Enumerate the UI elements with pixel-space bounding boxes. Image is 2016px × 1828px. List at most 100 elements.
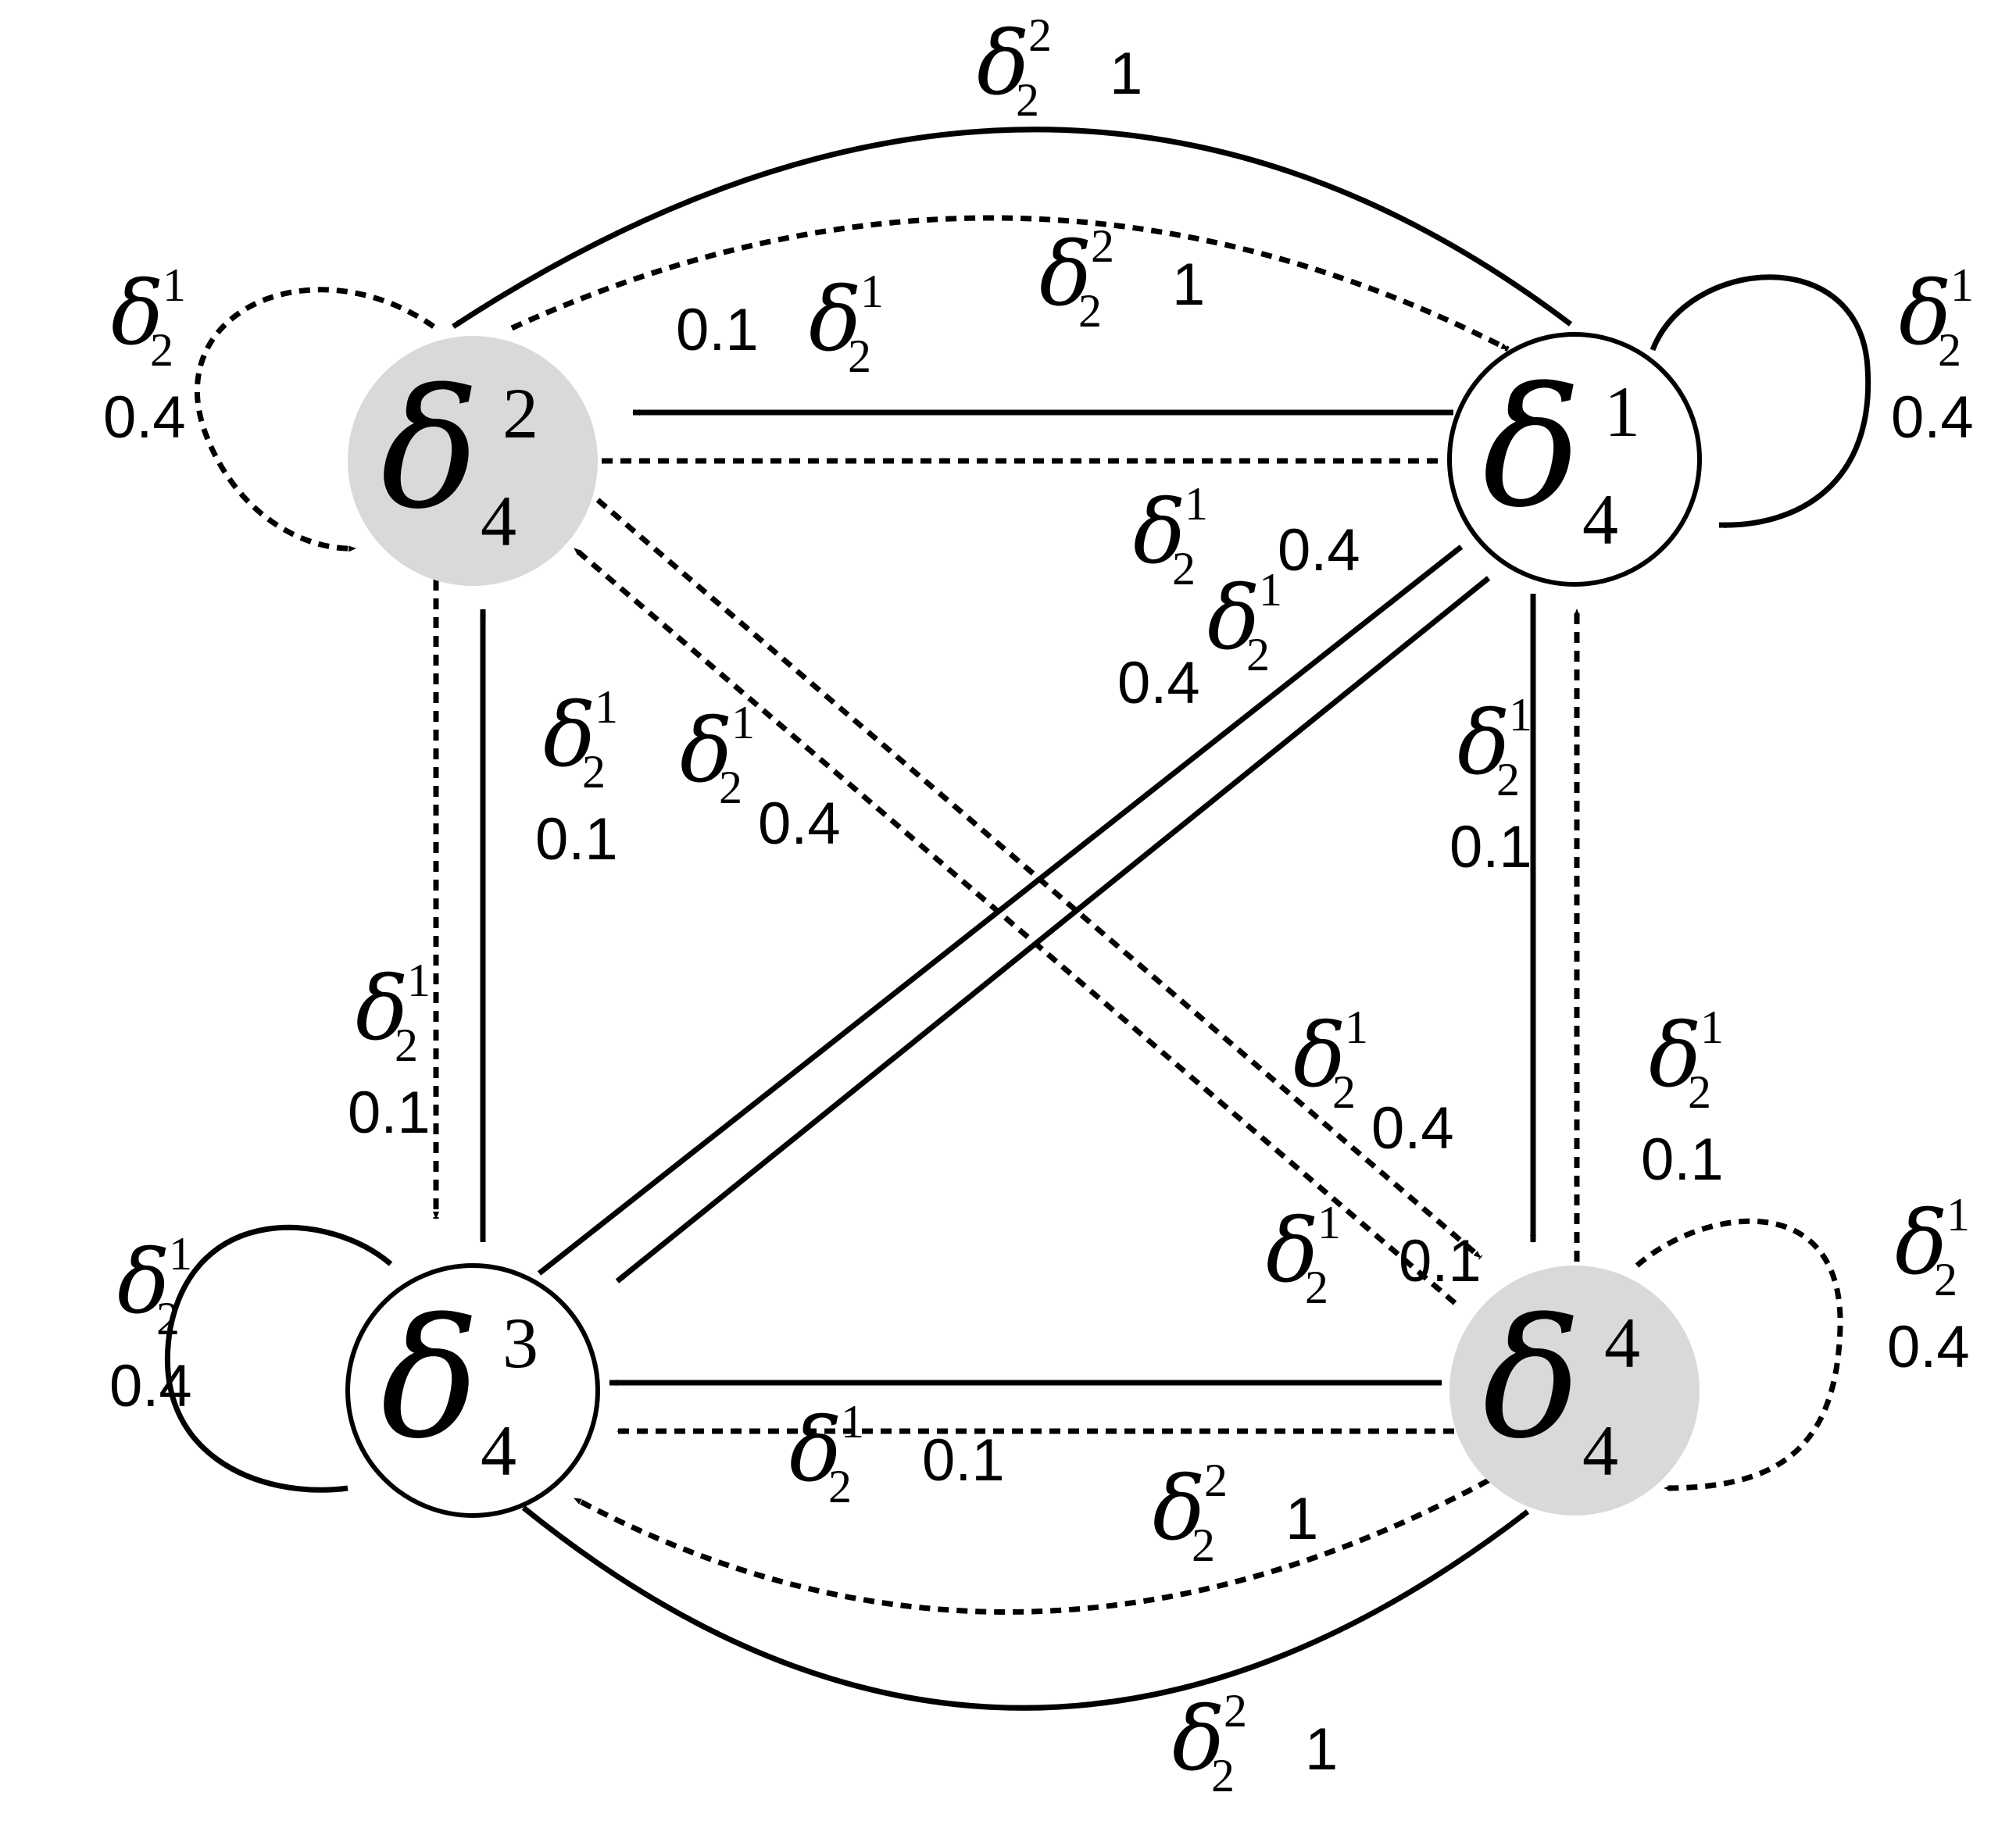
state-symbol: δ [1482,1284,1581,1475]
state-circle [1449,1266,1700,1516]
state-superscript: 3 [502,1303,538,1383]
action-symbol: δ [1207,568,1260,669]
state-subscript: 4 [1582,480,1618,559]
transition-edge-s1-to-s1-solid [1650,274,1871,529]
action-subscript: 2 [719,762,742,813]
transition-edge-s3-to-s4-solid [521,1505,1530,1711]
probability-value: 0.1 [1449,814,1532,880]
action-symbol: δ [1457,693,1510,794]
state-symbol: δ [1482,352,1581,544]
action-superscript: 1 [169,1228,192,1280]
action-symbol: δ [1899,263,1951,365]
action-superscript: 1 [163,259,186,311]
action-superscript: 2 [1091,220,1114,272]
probability-value: 0.4 [1371,1095,1454,1162]
action-superscript: 1 [407,955,431,1006]
probability-value: 1 [1172,252,1205,318]
transition-edge-s4-to-s4-dashed [1635,1218,1843,1491]
probability-value: 0.4 [1278,517,1360,584]
action-symbol: δ [356,959,408,1060]
transition-edge-s3-to-s1-solid [537,544,1464,1276]
action-subscript: 2 [156,1293,180,1344]
action-symbol: δ [1649,1005,1701,1107]
action-subscript: 2 [828,1461,852,1512]
action-subscript: 2 [1496,754,1520,805]
probability-value: 0.4 [758,791,841,857]
probability-value: 0.1 [535,806,618,873]
probability-value: 0.1 [1641,1126,1724,1193]
action-superscript: 1 [860,266,884,317]
transition-label-s2-to-s3: δ1 2 0.1 [348,955,431,1146]
action-subscript: 2 [1332,1066,1356,1118]
state-circle [1447,332,1702,587]
transition-edge-s3-to-s3-solid [164,1224,393,1493]
action-symbol: δ [680,701,732,802]
action-superscript: 2 [1204,1455,1228,1506]
action-symbol: δ [543,685,595,787]
action-superscript: 2 [1224,1685,1247,1737]
transition-edge-s2-to-s1-dashed [510,215,1510,352]
probability-value: 0.4 [1117,650,1200,716]
transition-label-s4-to-s2: δ1 2 0.4 [680,697,841,857]
action-superscript: 1 [595,681,618,733]
action-superscript: 1 [1317,1197,1341,1248]
action-subscript: 2 [395,1019,418,1071]
probability-value: 0.1 [348,1080,431,1146]
action-superscript: 1 [731,697,755,748]
action-symbol: δ [1153,1458,1205,1560]
action-symbol: δ [809,270,861,371]
action-superscript: 1 [841,1396,864,1448]
action-symbol: δ [1895,1193,1947,1294]
action-superscript: 1 [1700,1001,1724,1053]
action-symbol: δ [977,13,1029,115]
state-circle [348,336,598,586]
transition-edge-s1-to-s3-solid [615,576,1491,1284]
transition-label-s3-to-s4: δ2 2 1 [1172,1685,1338,1801]
state-symbol: δ [381,354,479,545]
action-symbol: δ [1293,1005,1346,1107]
transition-edge-s1-to-s2-solid [452,127,1573,329]
probability-value: 0.1 [922,1427,1005,1494]
action-symbol: δ [1039,224,1092,326]
action-superscript: 2 [1028,9,1052,61]
state-circle [345,1263,600,1518]
probability-value: 0.4 [109,1353,192,1419]
action-superscript: 1 [1345,1001,1368,1053]
action-symbol: δ [789,1400,842,1501]
action-symbol: δ [1266,1201,1318,1302]
probability-value: 0.4 [1891,384,1974,451]
state-superscript: 1 [1604,372,1640,452]
action-subscript: 2 [1192,1519,1215,1571]
transition-edge-s2-to-s2-dashed [195,287,435,552]
action-subscript: 2 [150,324,173,376]
probability-value: 1 [1305,1716,1338,1783]
state-superscript: 4 [1604,1303,1640,1383]
action-subscript: 2 [582,746,606,798]
action-superscript: 1 [1259,564,1282,616]
action-symbol: δ [1172,1689,1224,1791]
transition-edge-s4-to-s2-dashed [572,546,1457,1305]
action-symbol: δ [111,263,163,365]
action-subscript: 2 [1211,1750,1235,1801]
action-subscript: 2 [1934,1254,1957,1305]
probability-value: 0.1 [676,297,759,363]
